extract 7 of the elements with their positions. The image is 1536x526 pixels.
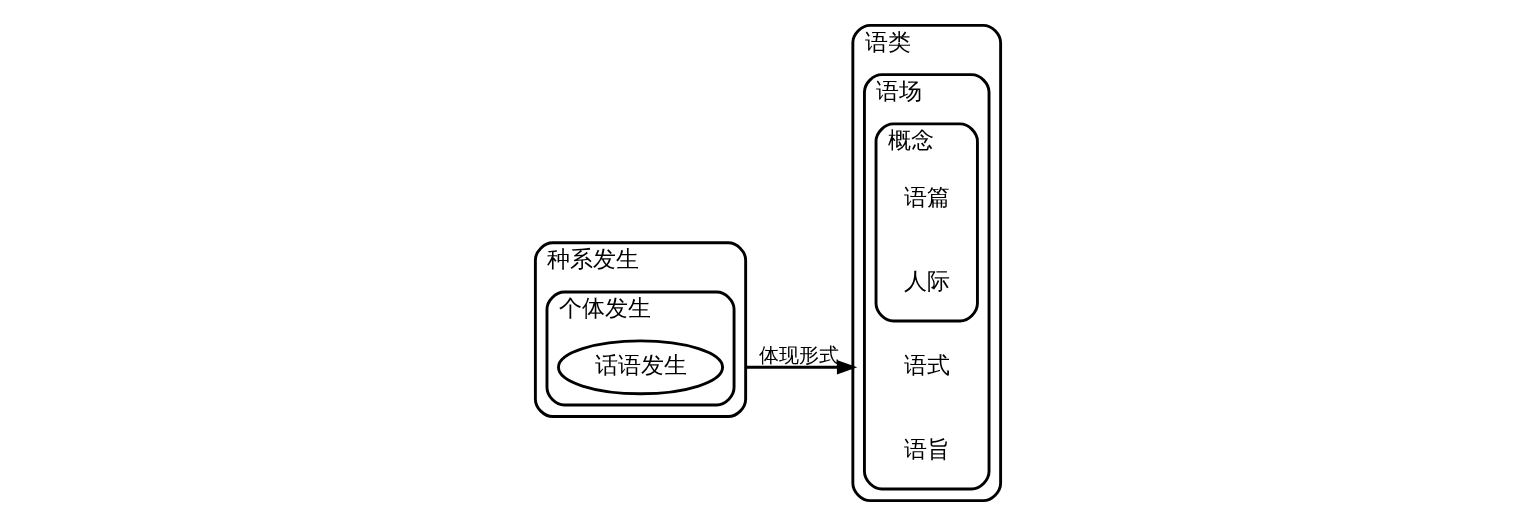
edge-label: 体现形式 (759, 342, 840, 367)
node-text: 语旨 (903, 434, 950, 462)
node-ellipse: 话语发生 (557, 339, 725, 396)
node-text: 人际 (903, 266, 950, 294)
node-text: 语篇 (903, 182, 950, 210)
arrow (745, 360, 858, 375)
node-text: 语式 (903, 350, 950, 378)
